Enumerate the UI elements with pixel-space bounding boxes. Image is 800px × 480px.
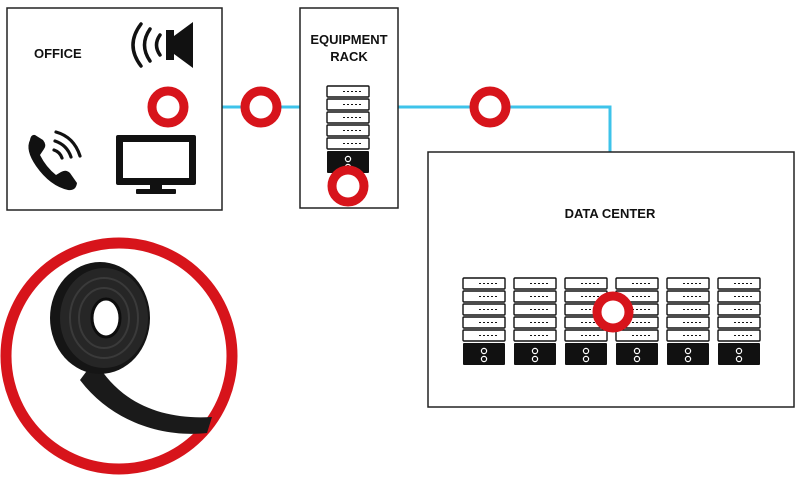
speaker-icon bbox=[131, 22, 193, 68]
cable-rack-to-datacenter bbox=[398, 105, 612, 152]
tape-roll-icon bbox=[50, 262, 212, 434]
rack-label-line2: RACK bbox=[330, 49, 368, 64]
rack-label-line1: EQUIPMENT bbox=[310, 32, 387, 47]
monitor-icon bbox=[116, 135, 196, 194]
tape-marker-datacenter bbox=[592, 291, 634, 333]
tape-marker-office-cable bbox=[240, 86, 282, 128]
tape-marker-office bbox=[147, 86, 189, 128]
server-tower-icon bbox=[666, 277, 710, 366]
tape-roll-inset bbox=[0, 237, 238, 475]
server-tower-icon bbox=[462, 277, 506, 366]
data-center-box: DATA CENTER bbox=[427, 151, 795, 408]
phone-icon bbox=[28, 130, 82, 191]
server-tower-icon bbox=[717, 277, 761, 366]
office-box: OFFICE bbox=[6, 7, 223, 211]
tape-marker-rack bbox=[327, 165, 369, 207]
office-label: OFFICE bbox=[34, 46, 82, 61]
tape-marker-rack-cable bbox=[469, 86, 511, 128]
server-tower-icon bbox=[513, 277, 557, 366]
data-center-label: DATA CENTER bbox=[565, 206, 656, 221]
equipment-rack-box: EQUIPMENT RACK bbox=[299, 7, 399, 209]
server-tower-icon bbox=[326, 85, 370, 174]
